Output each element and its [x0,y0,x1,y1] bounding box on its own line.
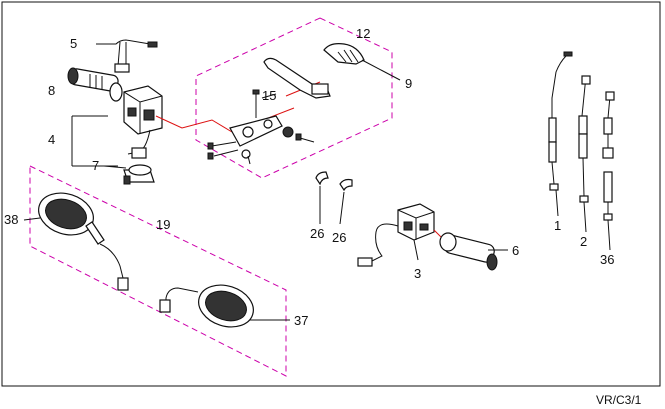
leader-7 [103,165,127,169]
label-12: 12 [356,26,370,41]
leader-26-b [339,191,345,225]
clip-26-a [315,171,329,186]
label-7: 7 [92,158,99,173]
diagram-frame [1,1,661,387]
label-8: 8 [48,83,55,98]
grip-8 [67,67,123,102]
switch-housing-3 [357,203,435,267]
leader-15 [261,93,277,99]
label-9: 9 [405,76,412,91]
brake-lever-12 [263,57,331,99]
switch-housing-4 [123,85,163,159]
leader-9 [361,59,401,81]
cable-1 [548,51,573,191]
mirror-38 [38,192,129,291]
leader-3 [413,239,419,261]
label-1: 1 [554,218,561,233]
leader-38 [23,217,41,221]
label-6: 6 [512,243,519,258]
leader-4 [71,115,118,167]
label-2: 2 [580,234,587,249]
label-37: 37 [294,313,308,328]
mirror-37 [159,284,254,328]
leader-cables [555,189,611,251]
label-26-a: 26 [310,226,324,241]
clip-26-b [339,178,353,192]
lever-cover-9 [323,43,365,65]
label-15: 15 [262,88,276,103]
label-36: 36 [600,252,614,267]
bolt-small [282,126,315,143]
label-26-b: 26 [332,230,346,245]
cable-36 [602,91,615,221]
label-5: 5 [70,36,77,51]
group-outline-12 [195,17,393,179]
lever-bracket-15 [207,89,283,165]
clamp-7 [123,164,155,185]
label-4: 4 [48,132,55,147]
grip-6 [439,232,498,271]
label-38: 38 [4,212,18,227]
label-3: 3 [414,266,421,281]
wire-harness-5 [96,39,158,73]
cable-2 [578,75,591,203]
footer-code: VR/C3/1 [596,393,642,407]
label-19: 19 [156,217,170,232]
